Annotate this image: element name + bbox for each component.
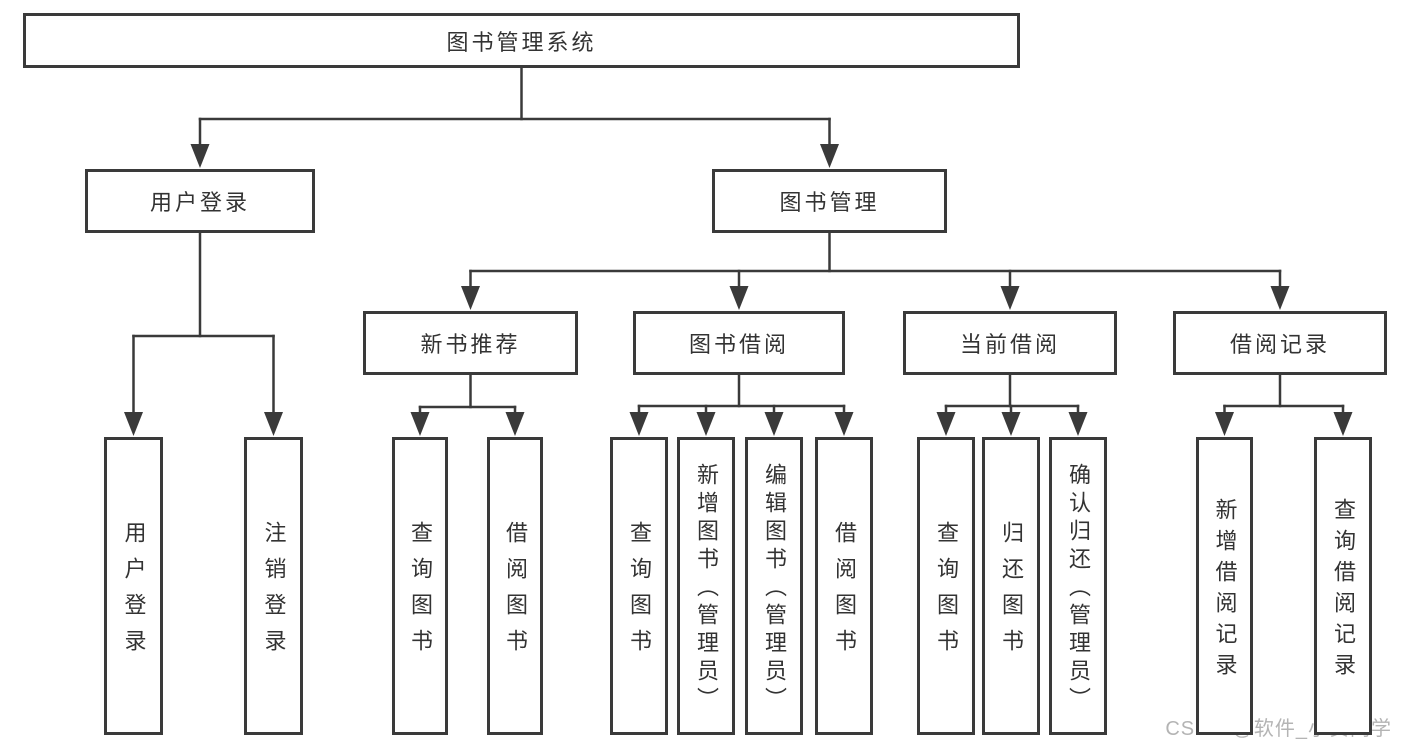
node-borrow-book-2: 借阅图书: [815, 437, 873, 735]
node-label: 借阅记录: [1229, 332, 1330, 357]
node-label: 新增借阅记录: [1212, 497, 1238, 684]
node-label: 借阅图书: [503, 521, 528, 665]
node-label: 用户登录: [121, 521, 147, 665]
node-query-book-2: 查询图书: [610, 437, 668, 735]
node-label: 新增图书（管理员）: [694, 463, 719, 715]
node-label: 图书管理系统: [446, 29, 597, 55]
node-borrow-records: 借阅记录: [1173, 311, 1387, 375]
node-add-book: 新增图书（管理员）: [677, 437, 735, 735]
node-label: 查询图书: [408, 521, 433, 665]
node-label: 用户登录: [149, 190, 250, 215]
node-logout: 注销登录: [244, 437, 303, 735]
node-edit-book: 编辑图书（管理员）: [745, 437, 803, 735]
node-label: 借阅图书: [832, 521, 857, 665]
node-label: 图书管理: [779, 190, 880, 215]
node-add-borrow-record: 新增借阅记录: [1196, 437, 1253, 735]
node-book-borrow: 图书借阅: [633, 311, 845, 375]
node-label: 图书借阅: [688, 332, 789, 357]
node-return-book: 归还图书: [982, 437, 1040, 735]
node-label: 新书推荐: [420, 332, 521, 357]
node-label: 注销登录: [261, 521, 287, 665]
node-query-book-3: 查询图书: [917, 437, 975, 735]
node-confirm-return: 确认归还（管理员）: [1049, 437, 1107, 735]
node-current-borrow: 当前借阅: [903, 311, 1117, 375]
node-root: 图书管理系统: [23, 13, 1020, 68]
node-label: 归还图书: [999, 521, 1024, 665]
node-label: 查询借阅记录: [1331, 497, 1356, 684]
node-label: 编辑图书（管理员）: [762, 463, 787, 715]
node-label: 当前借阅: [959, 332, 1060, 357]
node-borrow-book-1: 借阅图书: [487, 437, 543, 735]
node-query-book-1: 查询图书: [392, 437, 448, 735]
node-label: 查询图书: [934, 521, 959, 665]
node-user-login-leaf: 用户登录: [104, 437, 163, 735]
node-user-login: 用户登录: [85, 169, 315, 233]
node-book-mgmt: 图书管理: [712, 169, 947, 233]
node-new-book-rec: 新书推荐: [363, 311, 578, 375]
node-label: 查询图书: [627, 521, 652, 665]
node-query-borrow-record: 查询借阅记录: [1314, 437, 1372, 735]
node-label: 确认归还（管理员）: [1066, 463, 1091, 715]
